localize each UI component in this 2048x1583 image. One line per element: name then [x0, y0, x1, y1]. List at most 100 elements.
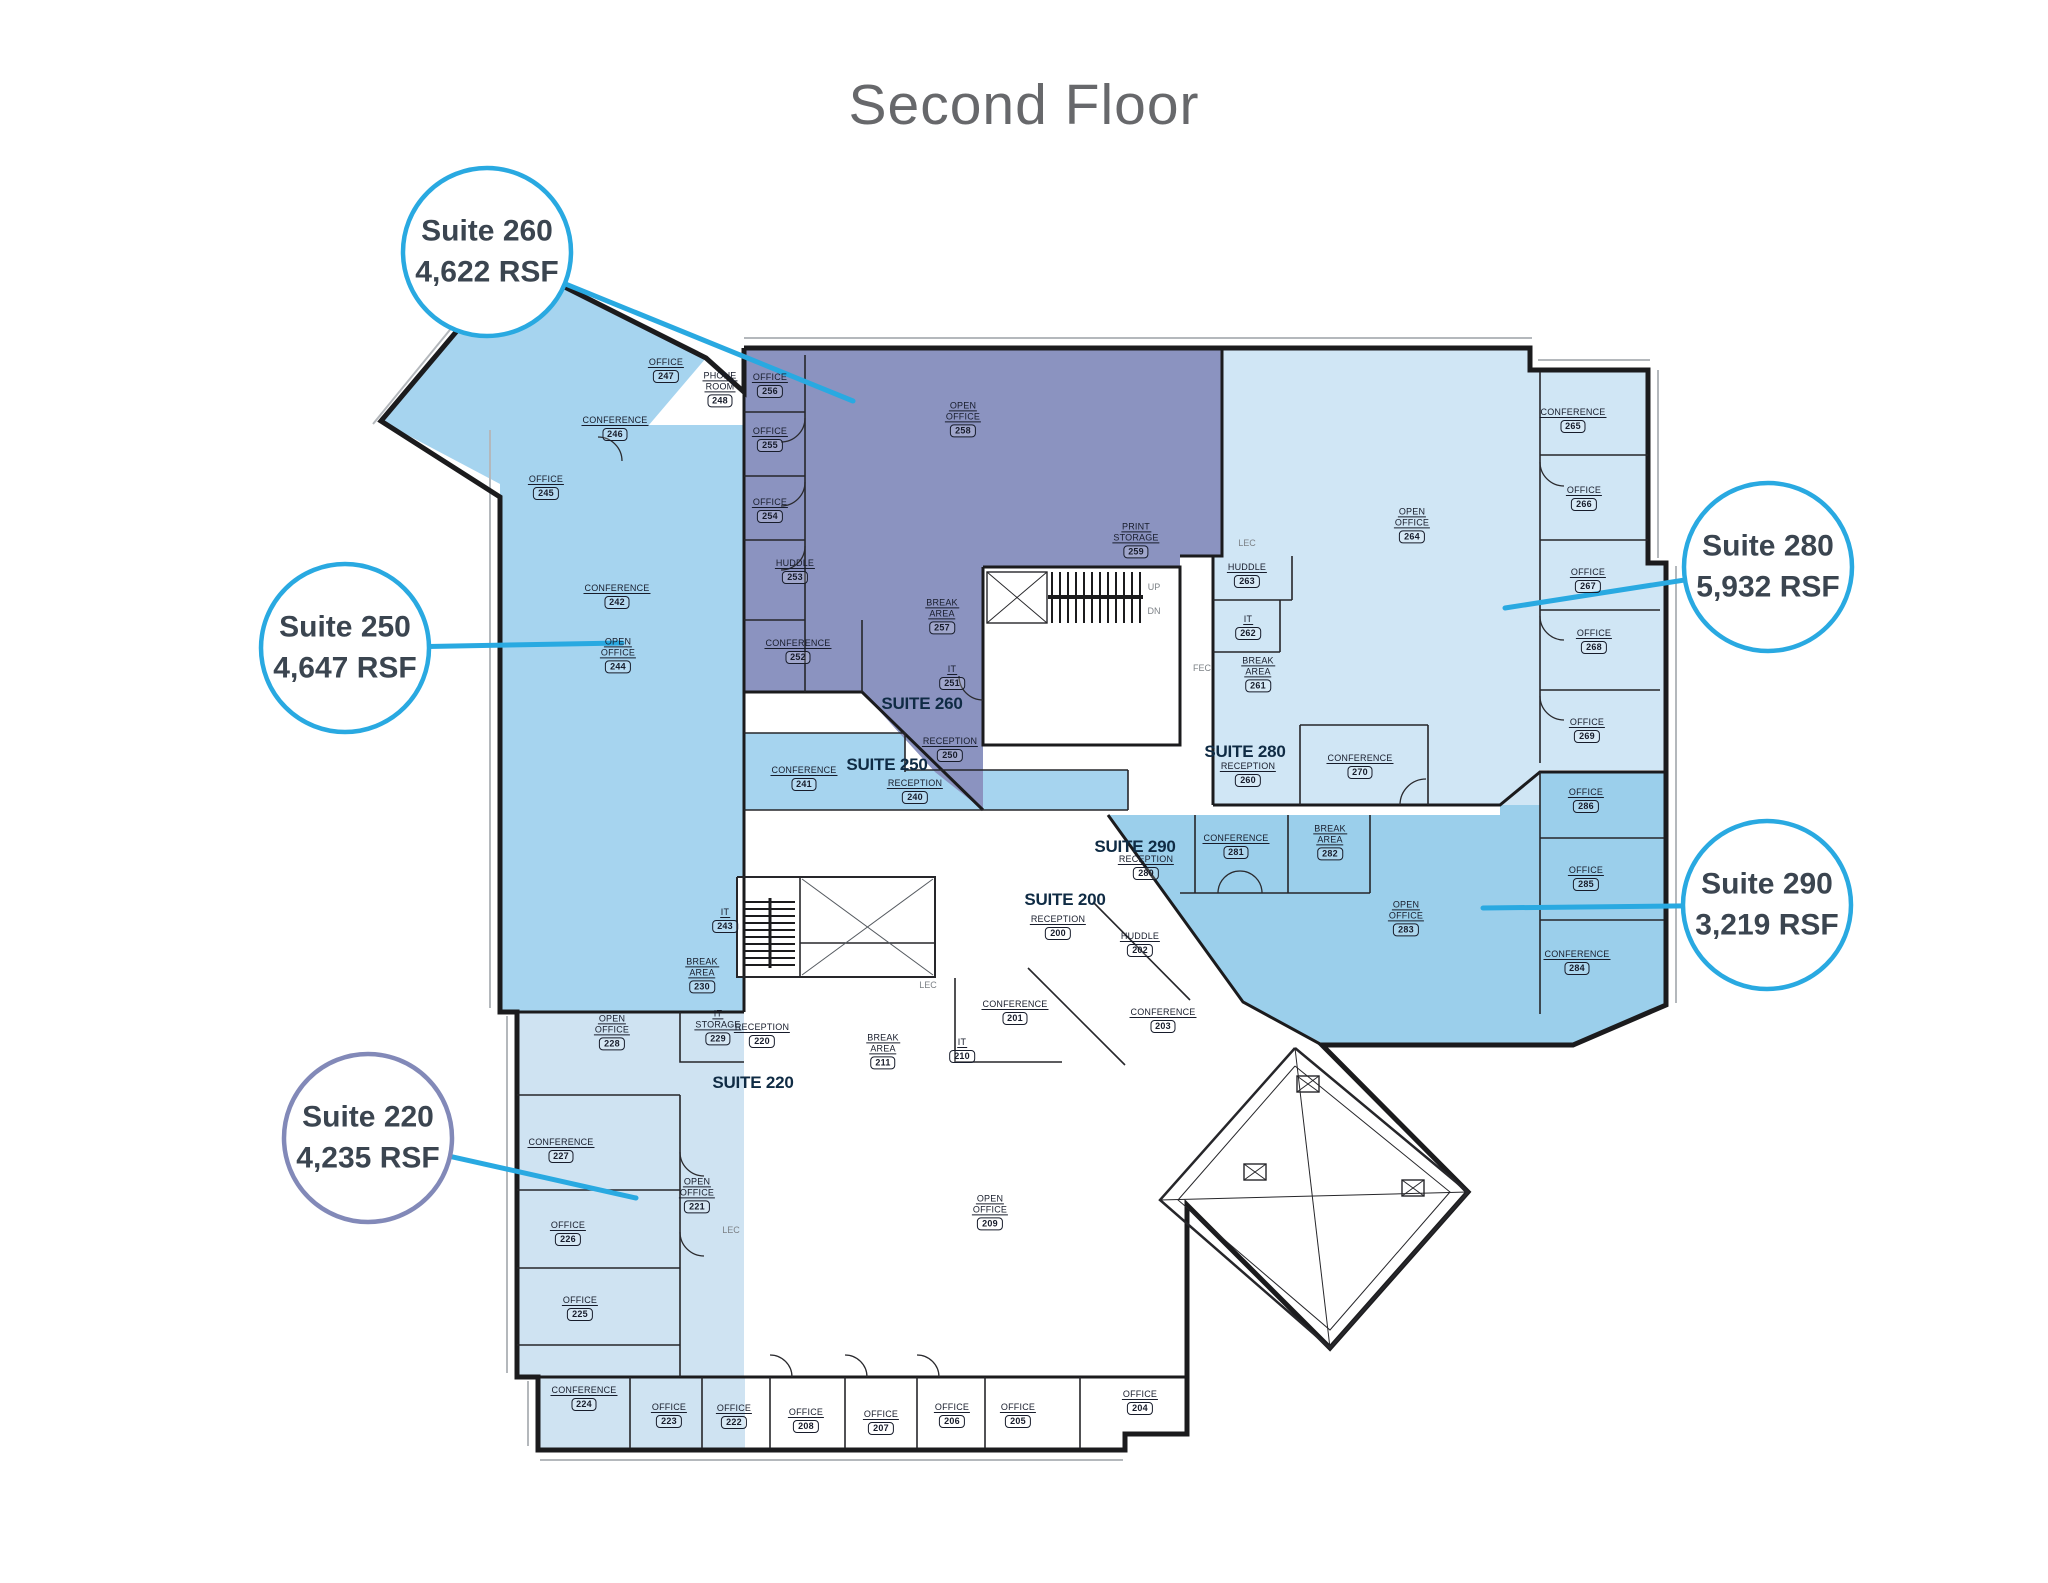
room-name: BREAK	[1313, 823, 1347, 835]
room-name: OFFICE	[599, 647, 637, 659]
room-number: 258	[950, 424, 976, 438]
room-number: 280	[1133, 866, 1159, 880]
room-name: OFFICE	[944, 411, 982, 423]
suite-plan-label-suite-250: SUITE 250	[846, 755, 928, 774]
room-name: IT	[719, 907, 731, 918]
room-name: OFFICE	[933, 1402, 971, 1413]
room-name: BREAK	[685, 956, 719, 968]
room-name: PRINT	[1121, 521, 1151, 533]
room-number: 206	[939, 1414, 965, 1428]
room-number: 207	[868, 1421, 894, 1435]
room-name: OFFICE	[1565, 485, 1603, 496]
room-name: OFFICE	[751, 372, 789, 383]
room-name: HUDDLE	[1226, 562, 1268, 573]
room-name: BREAK	[866, 1032, 900, 1044]
region-suite-250-main	[500, 425, 744, 1012]
room-name: CONFERENCE	[1539, 407, 1607, 418]
room-number: 270	[1347, 765, 1373, 779]
room-number: 286	[1573, 799, 1599, 813]
room-number: 269	[1574, 729, 1600, 743]
room-name: OFFICE	[1575, 628, 1613, 639]
door-arc-6	[1399, 778, 1427, 806]
wall-12	[1213, 770, 1664, 807]
room-name: AREA	[869, 1043, 897, 1055]
room-number: 223	[656, 1414, 682, 1428]
room-number: 256	[757, 384, 783, 398]
room-name: RECEPTION	[1219, 761, 1277, 772]
callout-text-line: 4,235 RSF	[296, 1141, 440, 1174]
suite-plan-label-suite-220: SUITE 220	[712, 1073, 794, 1092]
room-name: CONFERENCE	[1129, 1007, 1197, 1018]
room-number: 205	[1005, 1414, 1031, 1428]
room-number: 282	[1317, 847, 1343, 861]
room-name: OPEN	[975, 1193, 1005, 1205]
room-number: 260	[1235, 773, 1261, 787]
annotation-up-4: UP	[1147, 582, 1161, 592]
callout-text-line: Suite 280	[1702, 529, 1834, 563]
room-name: OPEN	[1397, 506, 1427, 518]
door-arc-3	[1539, 461, 1565, 487]
partition-23	[1158, 1047, 1470, 1350]
door-arc-10	[679, 1231, 705, 1257]
room-number: 268	[1581, 640, 1607, 654]
room-number: 201	[1002, 1011, 1028, 1025]
room-number: 222	[721, 1415, 747, 1429]
room-name: CONFERENCE	[764, 638, 832, 649]
partition-74	[801, 878, 934, 976]
room-number: 263	[1234, 574, 1260, 588]
room-number: 240	[902, 790, 928, 804]
room-name: OFFICE	[549, 1220, 587, 1231]
room-number: 229	[705, 1032, 731, 1046]
partition-70	[736, 876, 936, 978]
annotation-lec-2: LEC	[919, 980, 937, 990]
shaft-x-3	[1243, 1163, 1267, 1181]
room-name: ROOM	[704, 381, 736, 393]
door-arc-11	[769, 1354, 793, 1378]
room-number: 265	[1560, 419, 1586, 433]
door-arc-12	[844, 1354, 868, 1378]
partition-76	[1294, 1047, 1331, 1349]
room-number: 248	[707, 394, 733, 408]
room-name: BREAK	[1241, 655, 1275, 667]
room-name: OFFICE	[1387, 910, 1425, 922]
room-number: 259	[1123, 545, 1149, 559]
callout-circle-suite-220	[281, 1051, 455, 1225]
room-name: OFFICE	[1567, 865, 1605, 876]
room-number: 253	[782, 570, 808, 584]
room-name: OFFICE	[1567, 787, 1605, 798]
partition-77	[1159, 1191, 1469, 1201]
shaft-x-1	[1296, 1075, 1320, 1093]
wall-10	[377, 258, 1669, 1453]
room-name: OPEN	[682, 1176, 712, 1188]
room-number: 262	[1235, 626, 1261, 640]
callout-text-line: 4,622 RSF	[415, 255, 559, 288]
room-number: 261	[1245, 679, 1271, 693]
room-name: CONFERENCE	[1543, 949, 1611, 960]
